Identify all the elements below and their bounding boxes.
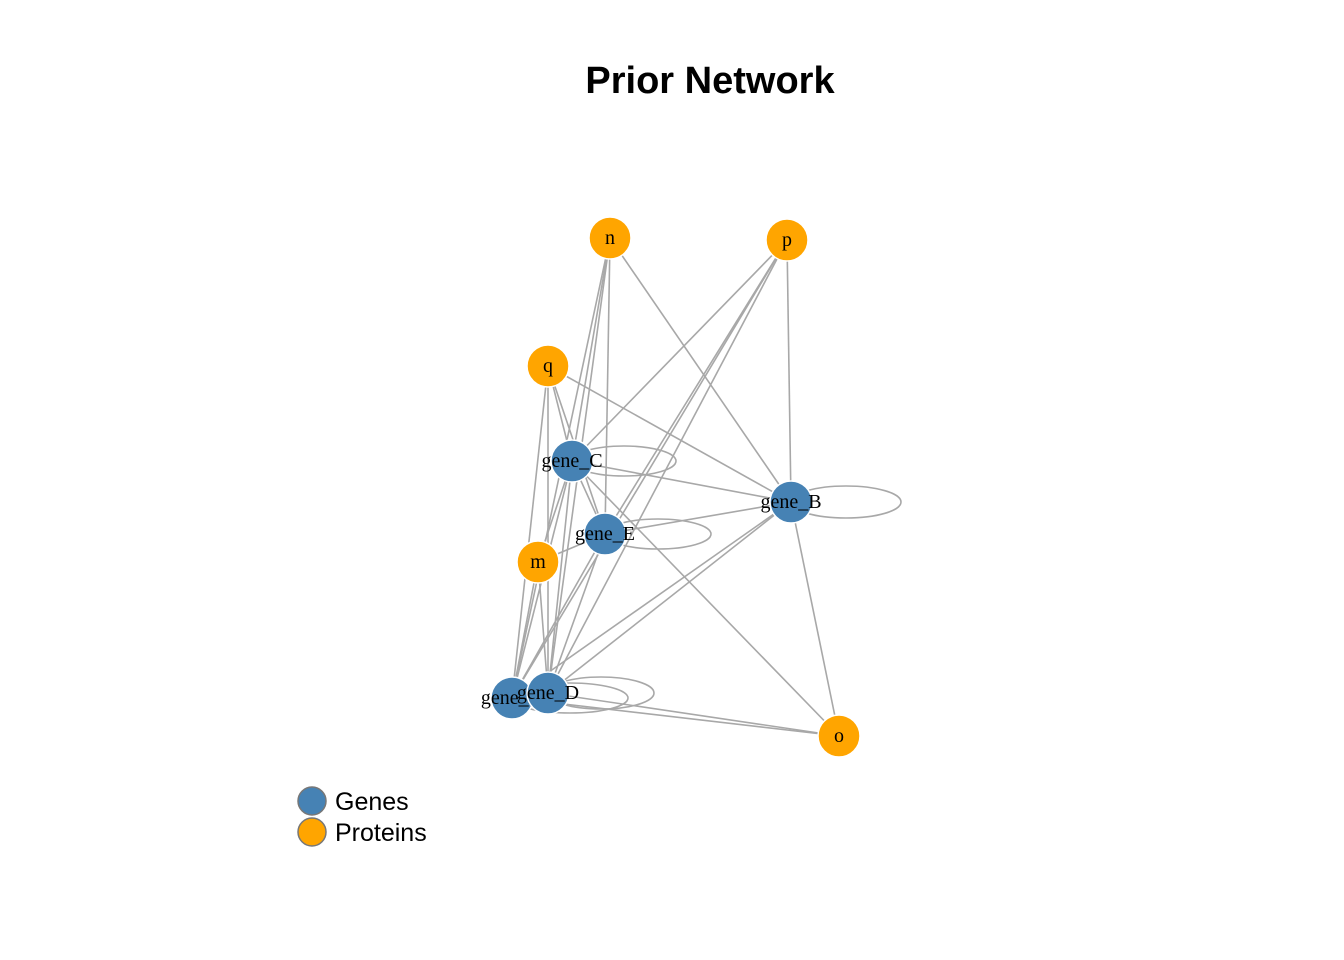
node-label-gene_E: gene_E [575, 523, 635, 545]
edge-gene_D-o [547, 692, 840, 737]
node-circle-q [526, 344, 570, 388]
edge-gene_D-m [537, 561, 549, 694]
node-label-q: q [543, 355, 553, 377]
edge-layer [511, 237, 902, 737]
edge-gene_B-q [547, 365, 792, 503]
node-circle-p [765, 218, 809, 262]
edge-gene_C-p [571, 239, 788, 462]
edge-gene_C-o [571, 460, 840, 737]
edge-gene_B-o [790, 501, 840, 737]
edge-gene_E-p [604, 239, 788, 535]
chart-title: Prior Network [585, 60, 835, 102]
node-gene_C[interactable]: gene_C [541, 439, 603, 483]
node-circle-gene_B [769, 480, 813, 524]
node-m[interactable]: m [516, 540, 560, 584]
node-label-o: o [834, 725, 844, 747]
edge-gene_B-p [786, 239, 792, 503]
legend-swatch-gene [297, 786, 327, 816]
node-p[interactable]: p [765, 218, 809, 262]
node-n[interactable]: n [588, 216, 632, 260]
edge-gene_B-n [609, 237, 792, 503]
edge-gene_B-gene_C [571, 460, 792, 503]
edge-gene_D-p [547, 239, 788, 694]
edge-gene_C-n [571, 237, 611, 462]
node-label-n: n [605, 227, 615, 249]
edge-gene_C-gene_D [547, 460, 573, 694]
node-gene_B[interactable]: gene_B [760, 480, 822, 524]
legend-item-genes: Genes [297, 786, 409, 816]
node-circle-o [817, 714, 861, 758]
edge-gene_B-gene_E [604, 501, 792, 535]
node-circle-gene_E [583, 512, 627, 556]
node-label-gene_D: gene_D [517, 682, 579, 704]
node-circle-gene_C [550, 439, 594, 483]
edge-gene_E-n [604, 237, 611, 535]
node-label-p: p [782, 229, 792, 251]
node-label-gene_B: gene_B [760, 491, 821, 513]
legend-item-proteins: Proteins [297, 817, 427, 847]
node-circle-gene_D [526, 671, 570, 715]
node-label-m: m [530, 551, 546, 573]
legend-label-gene: Genes [335, 788, 409, 816]
node-circle-n [588, 216, 632, 260]
edge-gene_A-q [511, 365, 549, 699]
node-gene_E[interactable]: gene_E [575, 512, 635, 556]
node-q[interactable]: q [526, 344, 570, 388]
node-o[interactable]: o [817, 714, 861, 758]
legend-swatch-protein [297, 817, 327, 847]
node-gene_D[interactable]: gene_D [517, 671, 579, 715]
edge-gene_B-gene_D [547, 501, 792, 694]
node-circle-m [516, 540, 560, 584]
node-label-gene_C: gene_C [541, 450, 602, 472]
legend-label-protein: Proteins [335, 819, 427, 847]
edge-gene_D-gene_E [547, 533, 606, 694]
